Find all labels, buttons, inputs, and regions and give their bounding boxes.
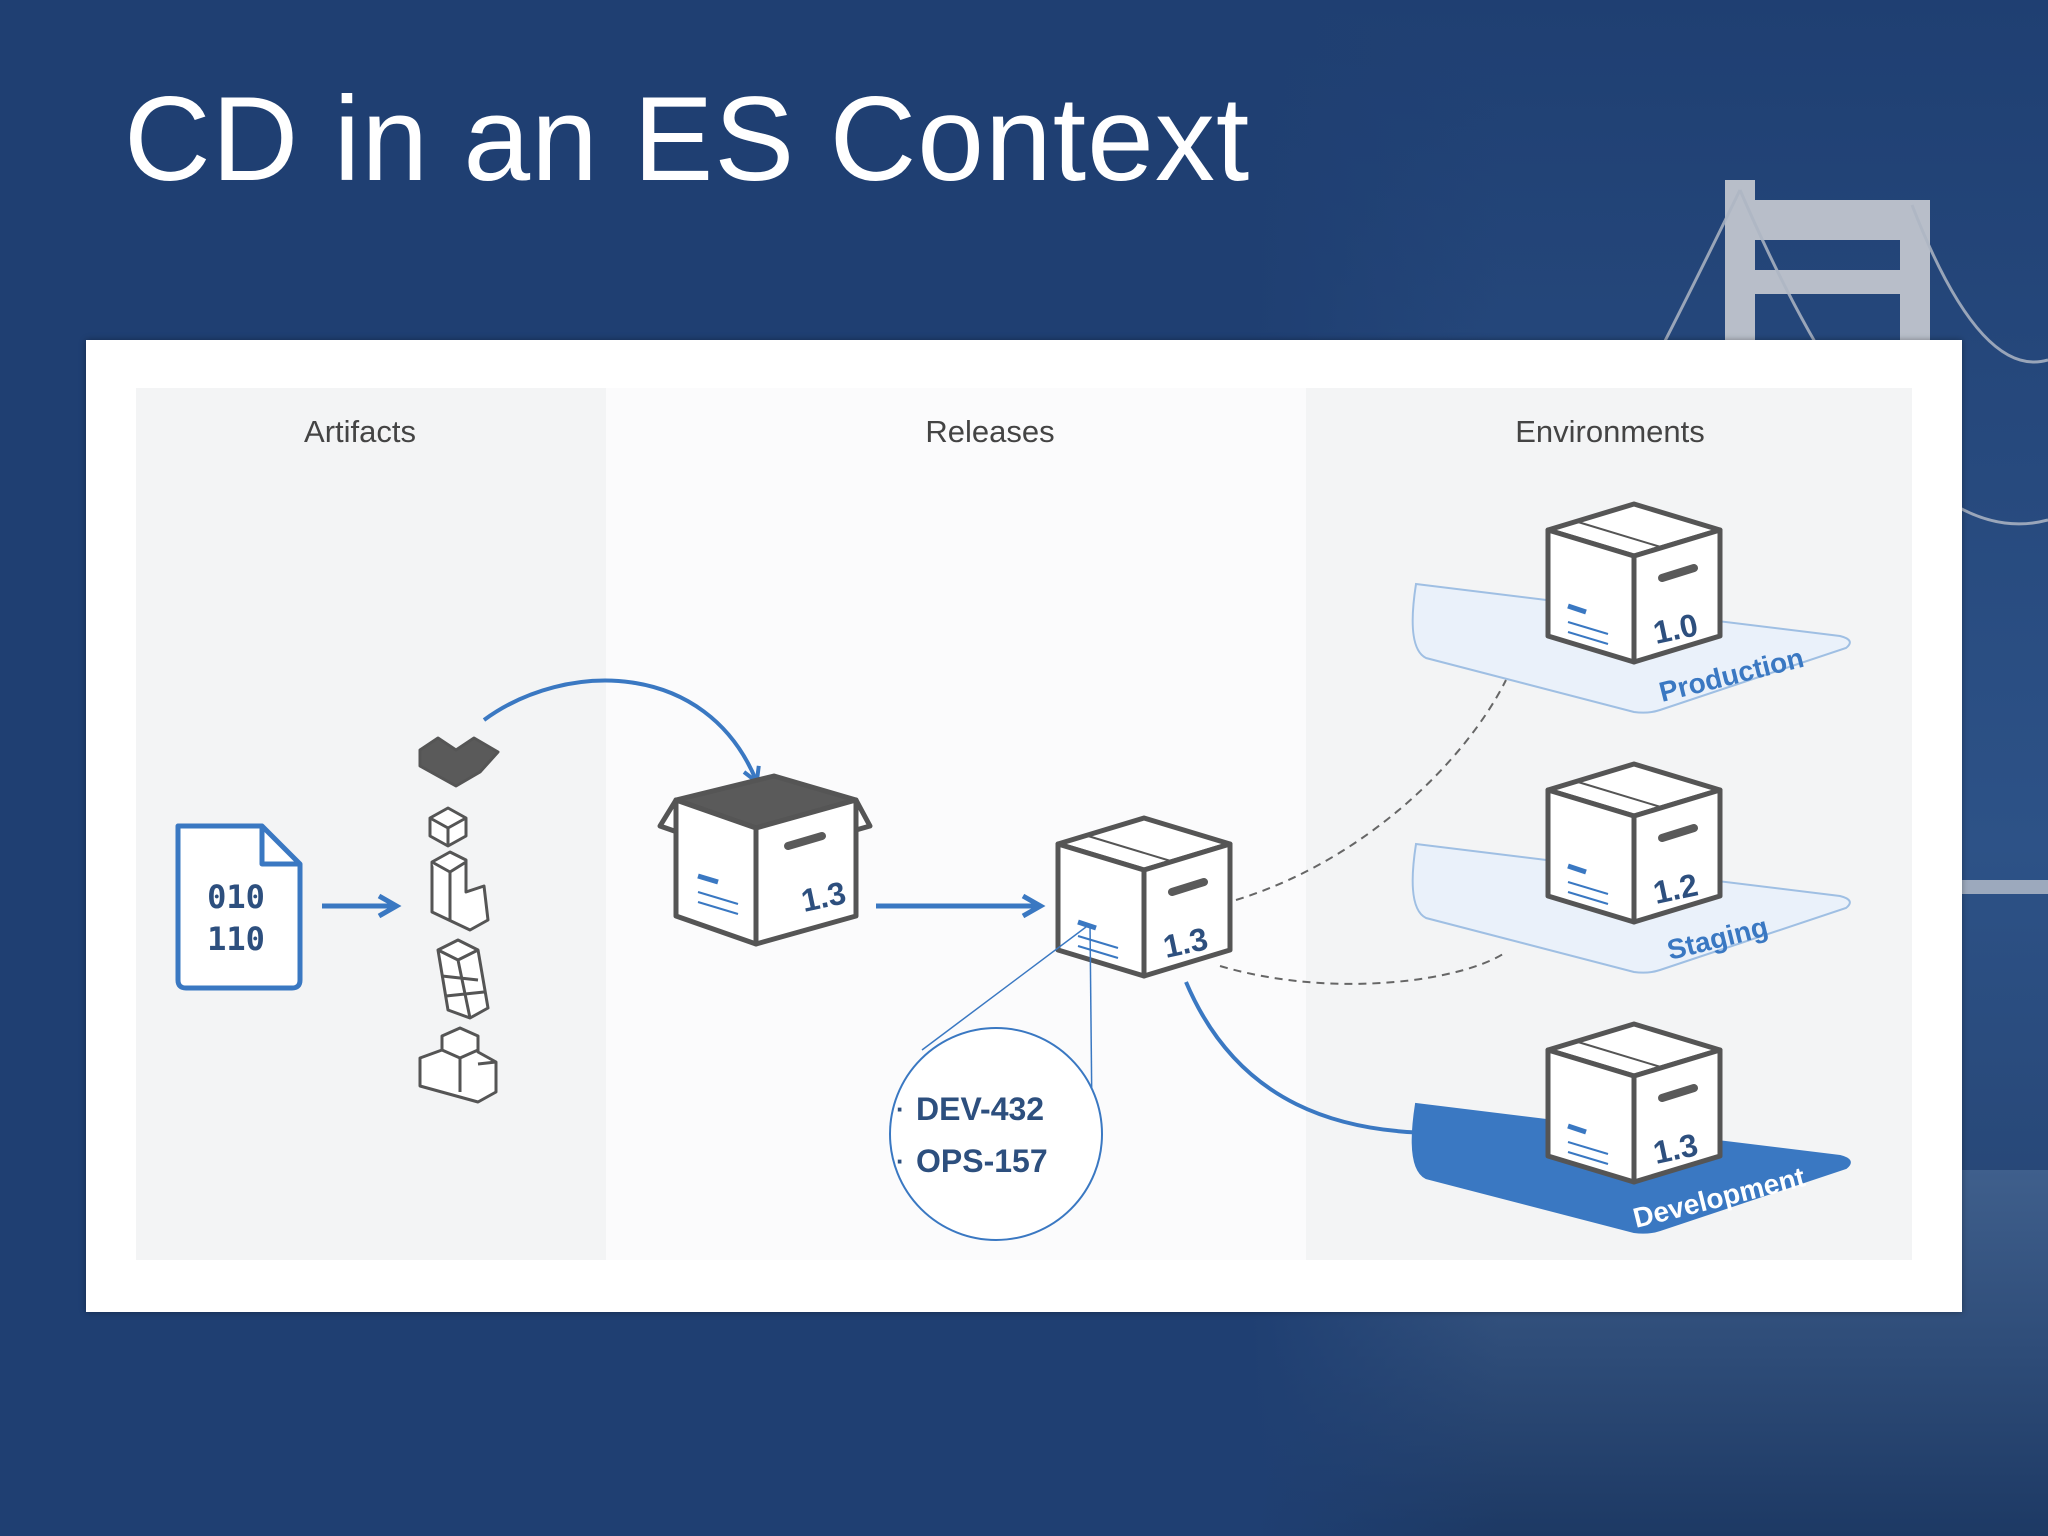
diagram-card: Artifacts Releases Environments 010 110 … — [86, 340, 1962, 1312]
release-box-icon — [1055, 815, 1233, 979]
environments-heading: Environments — [1515, 414, 1705, 449]
arrow-artifacts-to-release — [482, 678, 761, 786]
slide-title: CD in an ES Context — [124, 72, 1251, 206]
binary-file-icon: 010 110 — [175, 823, 303, 991]
release-package-icon — [657, 773, 873, 947]
binary-line-1: 010 — [207, 878, 265, 916]
issue-callout-circle — [889, 1027, 1103, 1241]
issue-bullet-2: · — [896, 1146, 905, 1176]
issue-bullet-1: · — [896, 1094, 905, 1124]
issue-item-1: DEV-432 — [916, 1091, 1044, 1127]
cd-flow-diagram: Artifacts Releases Environments 010 110 … — [136, 388, 1912, 1260]
binary-line-2: 110 — [207, 920, 265, 958]
releases-heading: Releases — [925, 414, 1054, 449]
environment-staging: 1.2 Staging — [1411, 761, 1851, 974]
issue-item-2: OPS-157 — [916, 1143, 1048, 1179]
dashed-link-staging — [1219, 951, 1507, 985]
environment-development: 1.3 Development — [1411, 1021, 1851, 1234]
artifacts-heading: Artifacts — [304, 414, 416, 449]
artifact-blocks-icon — [418, 736, 500, 1104]
